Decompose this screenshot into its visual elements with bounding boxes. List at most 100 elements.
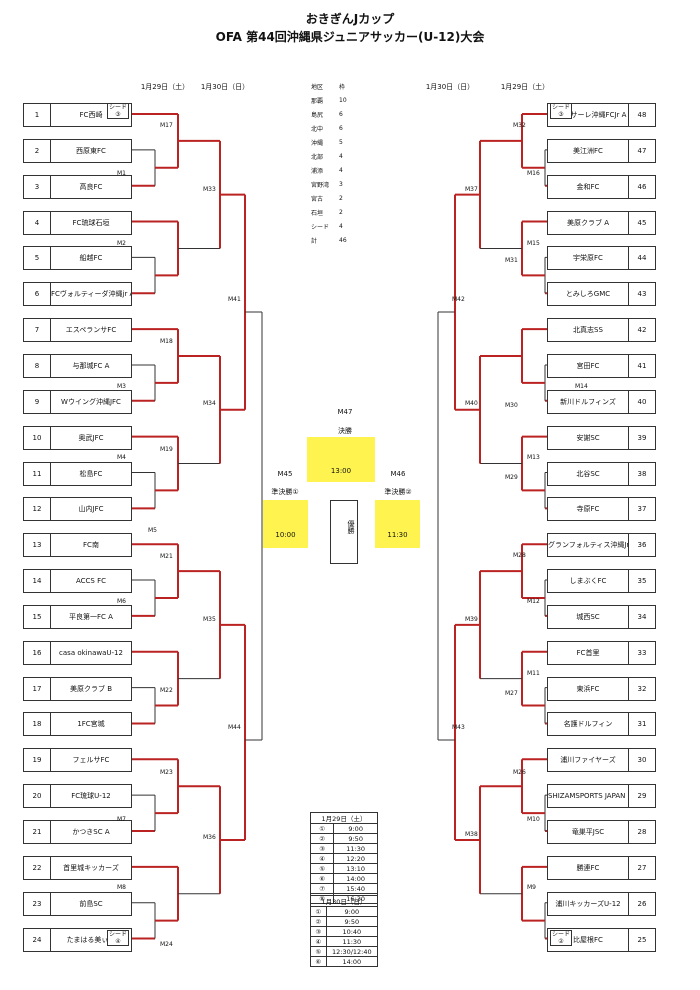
team-name: 奥武JFC: [78, 433, 104, 442]
team-number: 37: [628, 498, 655, 521]
team-name: 東浜FC: [576, 684, 600, 693]
district-name: 宮野湾: [311, 181, 330, 189]
match-label: M33: [203, 186, 216, 193]
team-name: 1FC宮城: [77, 720, 105, 729]
team-number: 9: [24, 390, 51, 413]
match-label: M18: [160, 338, 173, 345]
slot: ⑦: [309, 883, 335, 894]
team-number: 40: [628, 390, 655, 413]
slot-time: 15:40: [333, 883, 378, 894]
team-number: 11: [24, 462, 51, 485]
match-label: M31: [505, 257, 518, 264]
match-label: M22: [160, 687, 173, 694]
team-name: 首里城キッカーズ: [63, 863, 119, 872]
date-jan29-left: 1月29日（土）: [140, 83, 190, 91]
team-name: casa okinawaU-12: [59, 648, 123, 657]
page-subtitle: OFA 第44回沖縄県ジュニアサッカー(U-12)大会: [215, 30, 485, 44]
semi-right-match: M46: [390, 470, 406, 478]
team-number: 3: [24, 175, 51, 198]
team-number: 12: [24, 498, 51, 521]
slot-time: 12:30/12:40: [325, 946, 379, 957]
team-number: 33: [628, 641, 655, 664]
team-name: FC南: [83, 541, 99, 550]
team-name: しまぶくFC: [569, 577, 607, 586]
slot-time: 14:00: [325, 956, 379, 967]
match-label: M29: [505, 474, 518, 481]
team-name: FC首里: [576, 648, 600, 657]
team-name: 浦川キッカーズU-12: [555, 899, 621, 908]
district-header: 地区: [311, 83, 324, 91]
team-number: 19: [24, 749, 51, 772]
team-number: 7: [24, 319, 51, 342]
final-time: 13:00: [330, 467, 352, 475]
team-number: 48: [628, 104, 655, 126]
trophy-label: 優勝: [347, 520, 355, 534]
match-label: M13: [527, 454, 540, 461]
team-name: 寺原FC: [576, 505, 600, 514]
slot: ④: [309, 853, 335, 864]
team-name: とみしろGMC: [565, 290, 611, 299]
match-label: M28: [513, 552, 526, 559]
district-name: 那覇: [311, 97, 324, 105]
match-label: M2: [117, 240, 126, 247]
team-number: 20: [24, 785, 51, 808]
semi-left-time: 10:00: [275, 531, 296, 539]
slot-time: 9:50: [333, 833, 378, 844]
team-number: 28: [628, 821, 655, 843]
team-row: 浦川キッカーズU-12 26: [547, 891, 656, 916]
match-label: M21: [160, 553, 173, 560]
match-label: M26: [513, 769, 526, 776]
match-label: M19: [160, 446, 173, 453]
team-name: 宇栄原FC: [573, 254, 603, 263]
team-number: 17: [24, 677, 51, 700]
team-number: 22: [24, 856, 51, 879]
slot-time: 13:10: [333, 863, 378, 874]
match-label: M5: [148, 527, 157, 534]
team-number: 26: [628, 892, 655, 915]
match-label: M23: [160, 769, 173, 776]
slot: ①: [310, 906, 327, 917]
team-name: 安謝SC: [576, 433, 600, 442]
team-name: 美原クラブ B: [69, 684, 113, 693]
team-name: 船越FC: [79, 254, 103, 263]
match-label: M37: [465, 186, 478, 193]
district-quota: 10: [339, 96, 347, 104]
match-label: M38: [465, 831, 478, 838]
date-jan30-right: 1月30日（日）: [425, 83, 475, 91]
final-label: 決勝: [338, 427, 352, 435]
match-label: M34: [203, 400, 216, 407]
team-number: 38: [628, 462, 655, 485]
slot: ⑤: [309, 863, 335, 874]
team-name: たまはる美ぃ A: [66, 935, 116, 944]
team-name: フェルサFC: [72, 756, 110, 765]
team-number: 41: [628, 354, 655, 377]
team-name: FC琉球U-12: [71, 792, 111, 801]
team-number: 31: [628, 713, 655, 736]
slot-time: 11:30: [333, 843, 378, 854]
team-name: FCヴォルティーダ沖縄jr A: [51, 290, 131, 299]
team-name: SHIZAMSPORTS JAPAN MIYAKOJIMA: [548, 792, 628, 801]
semi-right-highlight: [375, 500, 420, 548]
team-name: 高良FC: [79, 182, 103, 191]
team-number: 10: [24, 426, 51, 449]
team-name: FC琉球石垣: [72, 218, 110, 227]
semi-right-time: 11:30: [387, 531, 408, 539]
slot-time: 11:30: [325, 936, 379, 947]
team-name: 浦川ファイヤーズ: [560, 756, 616, 765]
slot: ⑥: [309, 873, 335, 884]
team-number: 4: [24, 211, 51, 234]
